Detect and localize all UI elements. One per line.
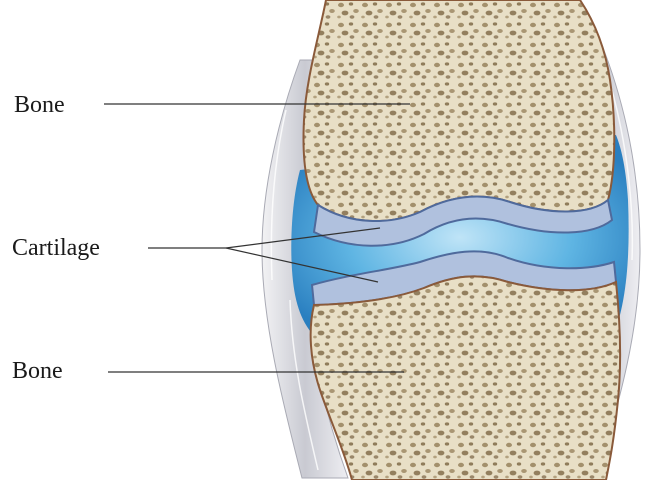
- upper-bone: [304, 0, 615, 221]
- label-bone-top: Bone: [14, 93, 65, 117]
- label-cartilage: Cartilage: [12, 236, 100, 260]
- label-bone-bottom: Bone: [12, 359, 63, 383]
- lower-bone: [311, 276, 621, 480]
